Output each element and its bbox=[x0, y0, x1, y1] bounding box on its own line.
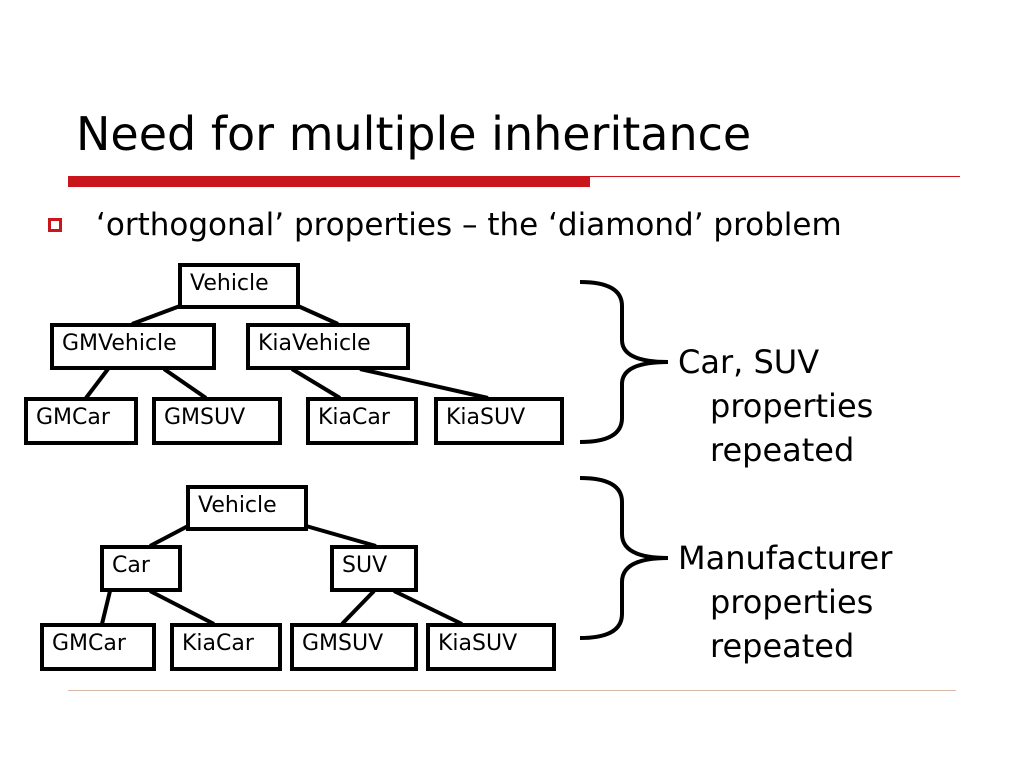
tree1-leaf-kiacar: KiaCar bbox=[306, 397, 418, 445]
edge-suv-kiasuv bbox=[393, 589, 463, 626]
bullet-text: ‘orthogonal’ properties – the ‘diamond’ … bbox=[96, 207, 842, 243]
note2-line3: repeated bbox=[710, 627, 855, 665]
edge-car-kiacar bbox=[149, 589, 215, 626]
edge-vehicle2-car bbox=[149, 524, 189, 548]
edge-kiavehicle-kiasuv bbox=[359, 367, 489, 400]
tree2-leaf-kiasuv: KiaSUV bbox=[426, 623, 556, 671]
edge-gmvehicle-gmsuv bbox=[162, 367, 208, 400]
note1-line1: Car, SUV bbox=[678, 343, 820, 381]
edge-car-gmcar bbox=[100, 590, 112, 625]
footer-rule bbox=[68, 690, 956, 691]
tree2-leaf-gmcar: GMCar bbox=[40, 623, 156, 671]
title-underline-thick bbox=[68, 176, 590, 187]
note-car-suv-repeated: Car, SUV properties repeated bbox=[678, 340, 873, 472]
note1-line3: repeated bbox=[710, 431, 855, 469]
title-underline-thin bbox=[590, 176, 960, 177]
edge-gmvehicle-gmcar bbox=[84, 367, 110, 400]
tree1-leaf-gmcar: GMCar bbox=[24, 397, 138, 445]
edge-vehicle2-suv bbox=[305, 524, 377, 548]
tree2-root-node: Vehicle bbox=[186, 485, 308, 531]
edge-vehicle-kiavehicle bbox=[297, 304, 339, 326]
note2-line1: Manufacturer bbox=[678, 539, 893, 577]
tree2-node-car: Car bbox=[100, 545, 182, 592]
edge-vehicle-gmvehicle bbox=[131, 304, 181, 326]
tree1-leaf-kiasuv: KiaSUV bbox=[434, 397, 564, 445]
tree2-node-suv: SUV bbox=[330, 545, 418, 592]
tree1-root-node: Vehicle bbox=[178, 263, 300, 309]
note-manufacturer-repeated: Manufacturer properties repeated bbox=[678, 536, 892, 668]
note1-line2: properties bbox=[710, 387, 874, 425]
brace-1 bbox=[579, 280, 669, 444]
tree2-leaf-kiacar: KiaCar bbox=[170, 623, 282, 671]
tree1-node-kiavehicle: KiaVehicle bbox=[246, 323, 410, 370]
edge-suv-gmsuv bbox=[340, 589, 376, 626]
tree2-leaf-gmsuv: GMSUV bbox=[290, 623, 418, 671]
slide-title: Need for multiple inheritance bbox=[76, 107, 752, 161]
edge-kiavehicle-kiacar bbox=[290, 367, 342, 400]
brace-2 bbox=[579, 476, 669, 640]
bullet-square-icon bbox=[48, 218, 62, 232]
note2-line2: properties bbox=[710, 583, 874, 621]
tree1-node-gmvehicle: GMVehicle bbox=[50, 323, 216, 370]
tree1-leaf-gmsuv: GMSUV bbox=[152, 397, 282, 445]
